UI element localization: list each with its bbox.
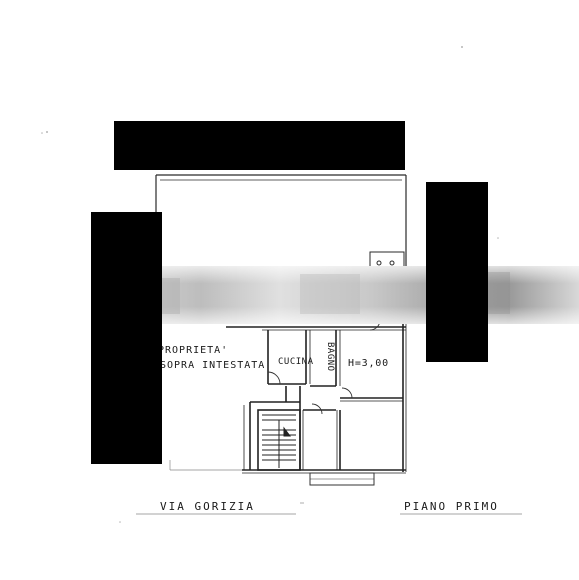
owner-note-line2: SOPRA INTESTATA: [160, 360, 265, 371]
ground-lines: [136, 460, 522, 515]
blurred-redaction-band: [118, 266, 579, 324]
redaction-block-top: [114, 121, 405, 170]
floor-label: PIANO PRIMO: [404, 500, 499, 513]
apartment-walls: [226, 300, 407, 474]
window-marks: [309, 472, 375, 486]
street-label: VIA GORIZIA: [160, 500, 255, 513]
redaction-block-left: [91, 212, 162, 464]
redaction-block-right: [426, 182, 488, 362]
height-label: H=3,00: [348, 358, 389, 369]
scan-specks: [41, 46, 499, 523]
kitchen-label: CUCINA: [278, 357, 314, 367]
bathroom-label: BAGNO: [325, 342, 335, 372]
redaction-blocks: [91, 121, 488, 464]
staircase-icon: [262, 414, 296, 468]
owner-note-line1: PROPRIETA': [158, 345, 228, 356]
